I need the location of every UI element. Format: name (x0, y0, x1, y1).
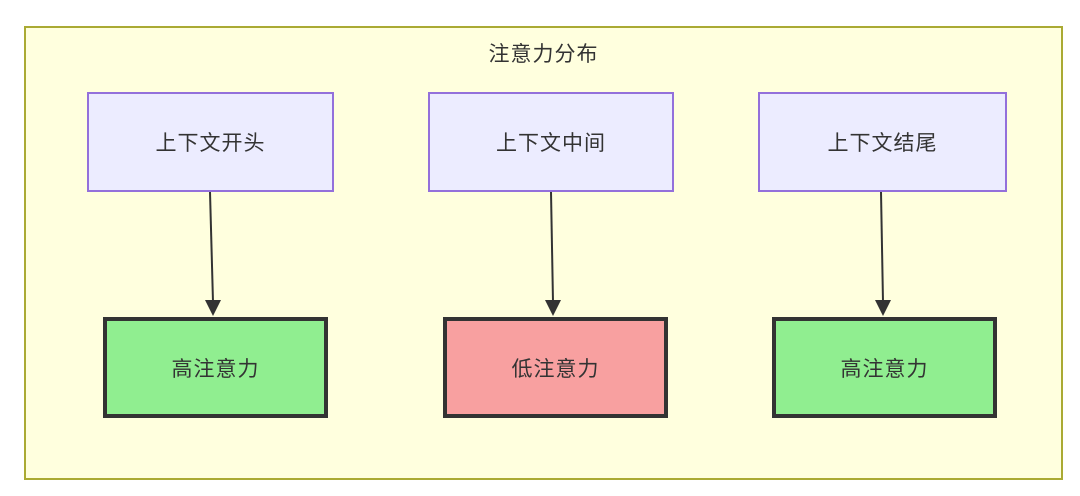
node-ctx-end[interactable]: 上下文结尾 (758, 92, 1007, 192)
node-attn-high-end[interactable]: 高注意力 (772, 317, 997, 418)
node-attn-low-middle[interactable]: 低注意力 (443, 317, 668, 418)
node-ctx-start[interactable]: 上下文开头 (87, 92, 334, 192)
node-ctx-middle[interactable]: 上下文中间 (428, 92, 674, 192)
node-attn-high-start[interactable]: 高注意力 (103, 317, 328, 418)
subgraph-title: 注意力分布 (488, 43, 599, 66)
